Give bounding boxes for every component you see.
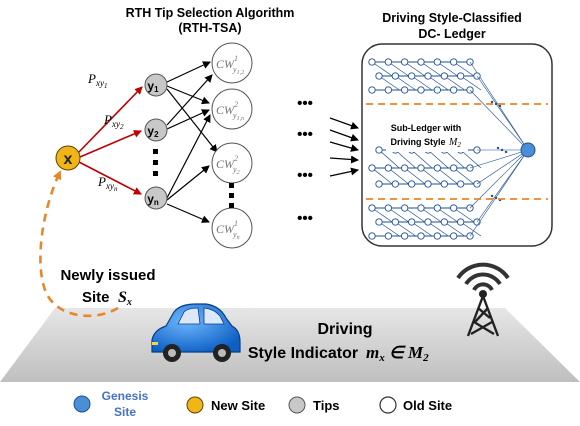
ledger-input-arrows	[329, 117, 359, 177]
ledger-dag-network	[368, 58, 529, 240]
legend-new-site-label: New Site	[211, 398, 265, 413]
edge-label-p1: Pxy1	[87, 71, 107, 90]
ledger-separators	[366, 103, 548, 200]
legend: Genesis Site New Site Tips Old Site	[73, 389, 452, 419]
ellipsis-3: •••	[297, 167, 313, 184]
car-icon	[151, 303, 241, 362]
tip-node-y1: y1	[144, 73, 168, 97]
svg-text:y1: y1	[147, 79, 159, 94]
sub-ledger-symbol: M2	[448, 137, 461, 149]
newly-issued-line2: Site	[82, 289, 110, 306]
svg-text:y2: y2	[147, 124, 159, 139]
edge-label-p2: Pxy2	[103, 112, 124, 131]
red-edges	[77, 86, 143, 195]
legend-genesis-line1: Genesis	[102, 389, 149, 403]
sub-ledger-label-line2: Driving Style	[390, 137, 445, 147]
ellipsis-1: •••	[297, 95, 313, 112]
sub-ledger-label-bg	[386, 120, 468, 152]
road	[0, 308, 580, 382]
road-text-line2: Style Indicator	[248, 345, 358, 362]
legend-genesis-line2: Site	[114, 405, 136, 419]
edge-label-pn: Pxyn	[97, 174, 118, 193]
algorithm-title-line2: (RTH-TSA)	[178, 21, 241, 35]
ellipsis-2: •••	[297, 126, 313, 143]
algorithm-title-line1: RTH Tip Selection Algorithm	[126, 6, 295, 20]
tip-node-yn: yn	[144, 186, 168, 210]
svg-text:x: x	[64, 151, 73, 168]
ledger-title-line2: DC- Ledger	[418, 27, 486, 41]
legend-old-site-label: Old Site	[403, 398, 452, 413]
legend-genesis-swatch	[73, 395, 91, 413]
svg-text:yn: yn	[147, 192, 159, 207]
new-site-node-x: x	[55, 145, 81, 171]
black-edges	[166, 61, 218, 223]
newly-issued-line1: Newly issued	[60, 267, 155, 284]
legend-tips-swatch	[288, 396, 306, 414]
legend-new-site-swatch	[186, 396, 204, 414]
ledger-genesis-node	[520, 142, 536, 158]
issue-path-arrow	[39, 170, 119, 318]
ledger-title-line1: Driving Style-Classified	[382, 11, 522, 25]
tip-node-y2: y2	[144, 118, 168, 142]
legend-old-site-swatch	[379, 396, 397, 414]
antenna-tower-icon	[456, 262, 510, 337]
road-text-line1: Driving	[317, 321, 372, 338]
tip-vertical-dots	[153, 149, 158, 176]
sub-ledger-label-line1: Sub-Ledger with	[391, 123, 462, 133]
road-formula: mx ∈ M2	[366, 343, 429, 364]
ellipsis-4: •••	[297, 210, 313, 227]
newly-issued-symbol: Sx	[118, 289, 132, 308]
legend-tips-label: Tips	[313, 398, 340, 413]
old-site-vertical-dots	[229, 183, 234, 208]
